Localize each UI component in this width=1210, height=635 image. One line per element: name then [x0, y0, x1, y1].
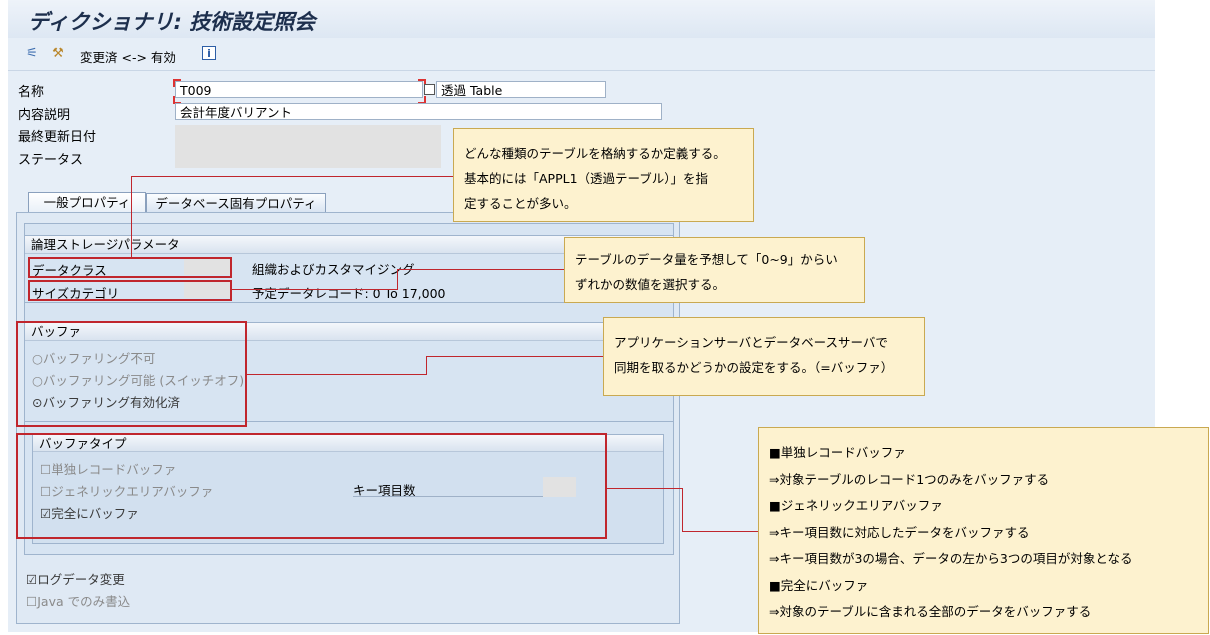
readonly-area	[175, 125, 441, 168]
callout-line: アプリケーションサーバとデータベースサーバで	[614, 335, 888, 350]
activate-icon[interactable]: ⚒	[52, 46, 64, 61]
checkbox-generic-area[interactable]: ☐ジェネリックエリアバッファ	[40, 481, 213, 500]
buffer-type-title: バッファタイプ	[33, 435, 663, 452]
checkbox-on-icon: ☑	[26, 572, 38, 587]
connector-line	[426, 356, 427, 375]
storage-group-title: 論理ストレージパラメータ	[25, 236, 673, 254]
key-count-underline	[353, 496, 543, 497]
callout-line: ⇒キー項目数に対応したデータをバッファする	[769, 524, 1030, 540]
callout-line: 基本的には「APPL1（透過テーブル）」を指	[464, 171, 709, 186]
callout-line: ずれかの数値を選択する。	[575, 277, 726, 292]
callout-table-type: どんな種類のテーブルを格納するか定義する。 基本的には「APPL1（透過テーブル…	[453, 128, 754, 222]
radio-buffer-none[interactable]: ○バッファリング不可	[32, 348, 155, 367]
tab-db-specific[interactable]: データベース固有プロパティ	[146, 193, 326, 213]
highlight-buffer-type	[16, 433, 607, 539]
checkbox-java-only[interactable]: ☐Java でのみ書込	[26, 591, 130, 610]
buffer-group-title: バッファ	[25, 323, 673, 341]
checkbox-label: 完全にバッファ	[51, 506, 139, 521]
focus-corner	[173, 79, 181, 87]
name-field[interactable]: T009	[175, 81, 423, 98]
checkbox-label: ジェネリックエリアバッファ	[51, 484, 214, 499]
radio-buffer-possible[interactable]: ○バッファリング可能 (スイッチオフ)	[32, 370, 244, 389]
checkbox-single-record[interactable]: ☐単独レコードバッファ	[40, 459, 176, 478]
focus-corner	[418, 79, 426, 87]
table-type-field: 透過 Table	[436, 81, 606, 98]
connector-line	[131, 176, 454, 177]
copy-icon[interactable]	[424, 84, 435, 95]
toggle-active-button[interactable]: 変更済 <-> 有効	[80, 50, 176, 65]
window-title: ディクショナリ: 技術設定照会	[28, 10, 316, 34]
radio-label: バッファリング不可	[42, 351, 156, 366]
callout-line: ■単独レコードバッファ	[769, 445, 906, 460]
connector-line	[232, 289, 397, 290]
radio-label: バッファリング可能 (スイッチオフ)	[42, 373, 245, 388]
connector-line	[607, 488, 682, 489]
highlight-buffer	[16, 321, 247, 427]
callout-line: テーブルのデータ量を予想して「0~9」からい	[575, 252, 838, 267]
info-icon[interactable]: i	[202, 46, 216, 60]
dataclass-label: データクラス	[32, 263, 107, 278]
callout-line: ■完全にバッファ	[769, 577, 869, 593]
connector-line	[426, 356, 603, 357]
checkbox-off-icon: ☐	[40, 462, 52, 477]
checkbox-label: Java でのみ書込	[37, 594, 131, 609]
key-count-field	[543, 477, 576, 497]
radio-buffer-active[interactable]: ⊙バッファリング有効化済	[32, 392, 180, 411]
desc-field: 会計年度バリアント	[175, 103, 662, 120]
callout-size-category: テーブルのデータ量を予想して「0~9」からい ずれかの数値を選択する。	[564, 237, 865, 303]
callout-buffer: アプリケーションサーバとデータベースサーバで 同期を取るかどうかの設定をする。（…	[603, 317, 925, 396]
lastupdate-label: 最終更新日付	[18, 130, 97, 145]
radio-on-icon: ⊙	[32, 395, 43, 410]
radio-off-icon: ○	[32, 373, 43, 388]
connector-line	[397, 269, 565, 270]
callout-buffer-types: ■単独レコードバッファ ⇒対象テーブルのレコード1つのみをバッファする ■ジェネ…	[758, 427, 1209, 634]
callout-line: ⇒対象のテーブルに含まれる全部のデータをバッファする	[769, 604, 1092, 619]
dataclass-field	[184, 259, 230, 275]
title-bar	[8, 0, 1155, 38]
connector-line	[247, 374, 426, 375]
highlight-sizecat	[28, 280, 232, 301]
radio-label: バッファリング有効化済	[42, 395, 180, 410]
connector-line	[131, 176, 132, 257]
checkbox-off-icon: ☐	[26, 594, 38, 609]
checkbox-label: ログデータ変更	[37, 572, 125, 587]
callout-line: ⇒対象テーブルのレコード1つのみをバッファする	[769, 471, 1050, 487]
name-label: 名称	[18, 85, 45, 100]
radio-off-icon: ○	[32, 351, 43, 366]
callout-line: ⇒キー項目数が3の場合、データの左から3つの項目が対象となる	[769, 551, 1133, 566]
checkbox-label: 単独レコードバッファ	[51, 462, 177, 477]
glasses-icon[interactable]: ⚟	[26, 46, 38, 61]
tab-general[interactable]: 一般プロパティ	[28, 192, 146, 212]
connector-line	[397, 269, 398, 290]
callout-line: どんな種類のテーブルを格納するか定義する。	[464, 146, 726, 161]
callout-line: 定することが多い。	[464, 196, 577, 211]
callout-line: 同期を取るかどうかの設定をする。（=バッファ）	[614, 360, 894, 375]
dataclass-text: 組織およびカスタマイジング	[252, 262, 415, 277]
highlight-dataclass	[28, 257, 232, 278]
connector-line	[682, 531, 759, 532]
sizecat-label: サイズカテゴリ	[32, 286, 120, 301]
callout-line: ■ジェネリックエリアバッファ	[769, 498, 943, 513]
checkbox-full-buffer[interactable]: ☑完全にバッファ	[40, 503, 139, 522]
desc-label: 内容説明	[18, 108, 71, 123]
key-count-label: キー項目数	[353, 483, 416, 498]
checkbox-log-changes[interactable]: ☑ログデータ変更	[26, 569, 125, 588]
sizecat-field	[184, 282, 230, 298]
toolbar	[8, 40, 1155, 71]
status-label: ステータス	[18, 153, 84, 168]
sizecat-text: 予定データレコード: 0 To 17,000	[252, 286, 446, 301]
connector-line	[682, 488, 683, 531]
checkbox-off-icon: ☐	[40, 484, 52, 499]
checkbox-on-icon: ☑	[40, 506, 52, 521]
